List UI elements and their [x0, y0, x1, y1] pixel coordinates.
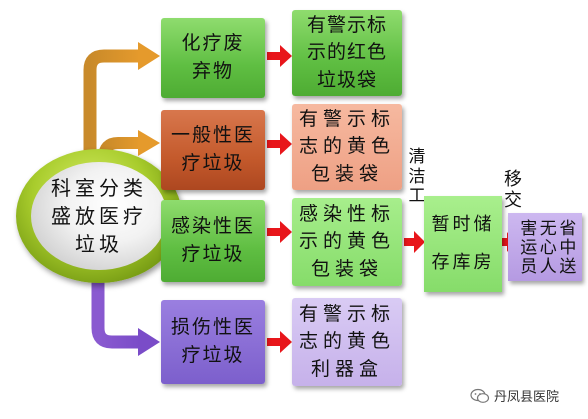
center-label: 科室分类 盛放医疗 垃圾: [31, 162, 167, 270]
category-sharps: 损伤性医 疗垃圾: [161, 300, 265, 384]
watermark: 丹凤县医院: [470, 386, 559, 405]
category-infectious: 感染性医 疗垃圾: [161, 200, 265, 282]
wechat-icon: [470, 388, 490, 403]
container-sharps: 有警示标 志的黄色 利器盒: [292, 298, 402, 386]
transfer-label: 移 交: [504, 169, 522, 211]
container-infectious: 感染性标 示的黄色 包装袋: [292, 198, 402, 286]
container-general: 有警示标 志的黄色 包装袋: [292, 104, 402, 190]
cleaner-label: 清 洁 工: [408, 147, 426, 207]
destination-center: 省中送 无心人 害运员: [508, 213, 582, 281]
destination-label: 省中送 无心人 害运员: [516, 218, 576, 276]
category-general: 一般性医 疗垃圾: [161, 110, 265, 190]
watermark-text: 丹凤县医院: [494, 390, 560, 405]
temporary-storage: 暂时储 存库房: [424, 196, 502, 292]
container-chemo: 有警示标 示的红色 垃圾袋: [292, 10, 402, 96]
branch-arrow-chemo: [83, 49, 140, 175]
branch-arrow-sharps: [91, 270, 140, 349]
red-arrows: [267, 45, 514, 353]
category-chemo: 化疗废 弃物: [161, 18, 265, 98]
